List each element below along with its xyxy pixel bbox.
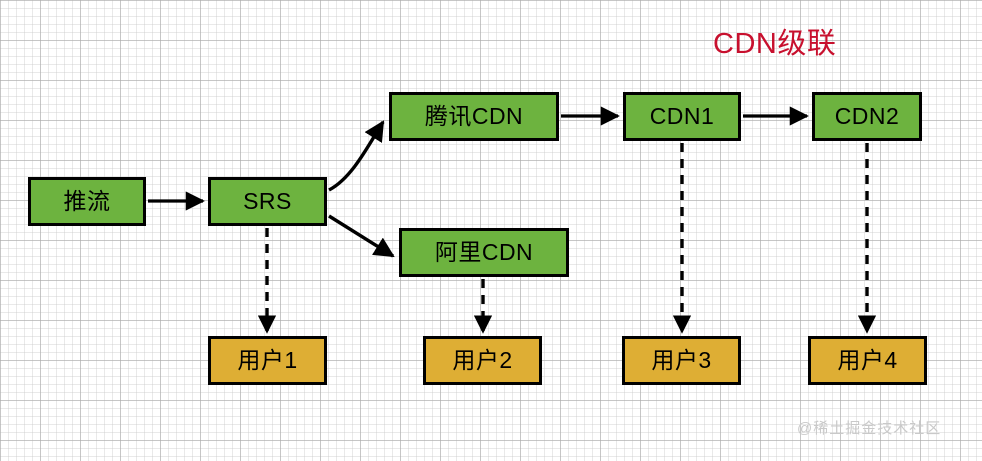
node-user1[interactable]: 用户1 <box>208 336 327 385</box>
node-user2[interactable]: 用户2 <box>423 336 542 385</box>
edge-srs-to-tencent <box>328 120 385 192</box>
site-watermark: @稀土掘金技术社区 <box>797 420 942 437</box>
node-cdn1[interactable]: CDN1 <box>623 92 741 141</box>
edge-srs-to-aliyun <box>328 214 395 258</box>
node-aliyun-cdn[interactable]: 阿里CDN <box>399 228 569 277</box>
node-push[interactable]: 推流 <box>28 177 146 226</box>
node-user3[interactable]: 用户3 <box>622 336 741 385</box>
node-srs[interactable]: SRS <box>208 177 327 226</box>
diagram-title: CDN级联 <box>713 28 837 60</box>
node-user4[interactable]: 用户4 <box>808 336 927 385</box>
node-cdn2[interactable]: CDN2 <box>812 92 922 141</box>
node-tencent-cdn[interactable]: 腾讯CDN <box>389 92 559 141</box>
